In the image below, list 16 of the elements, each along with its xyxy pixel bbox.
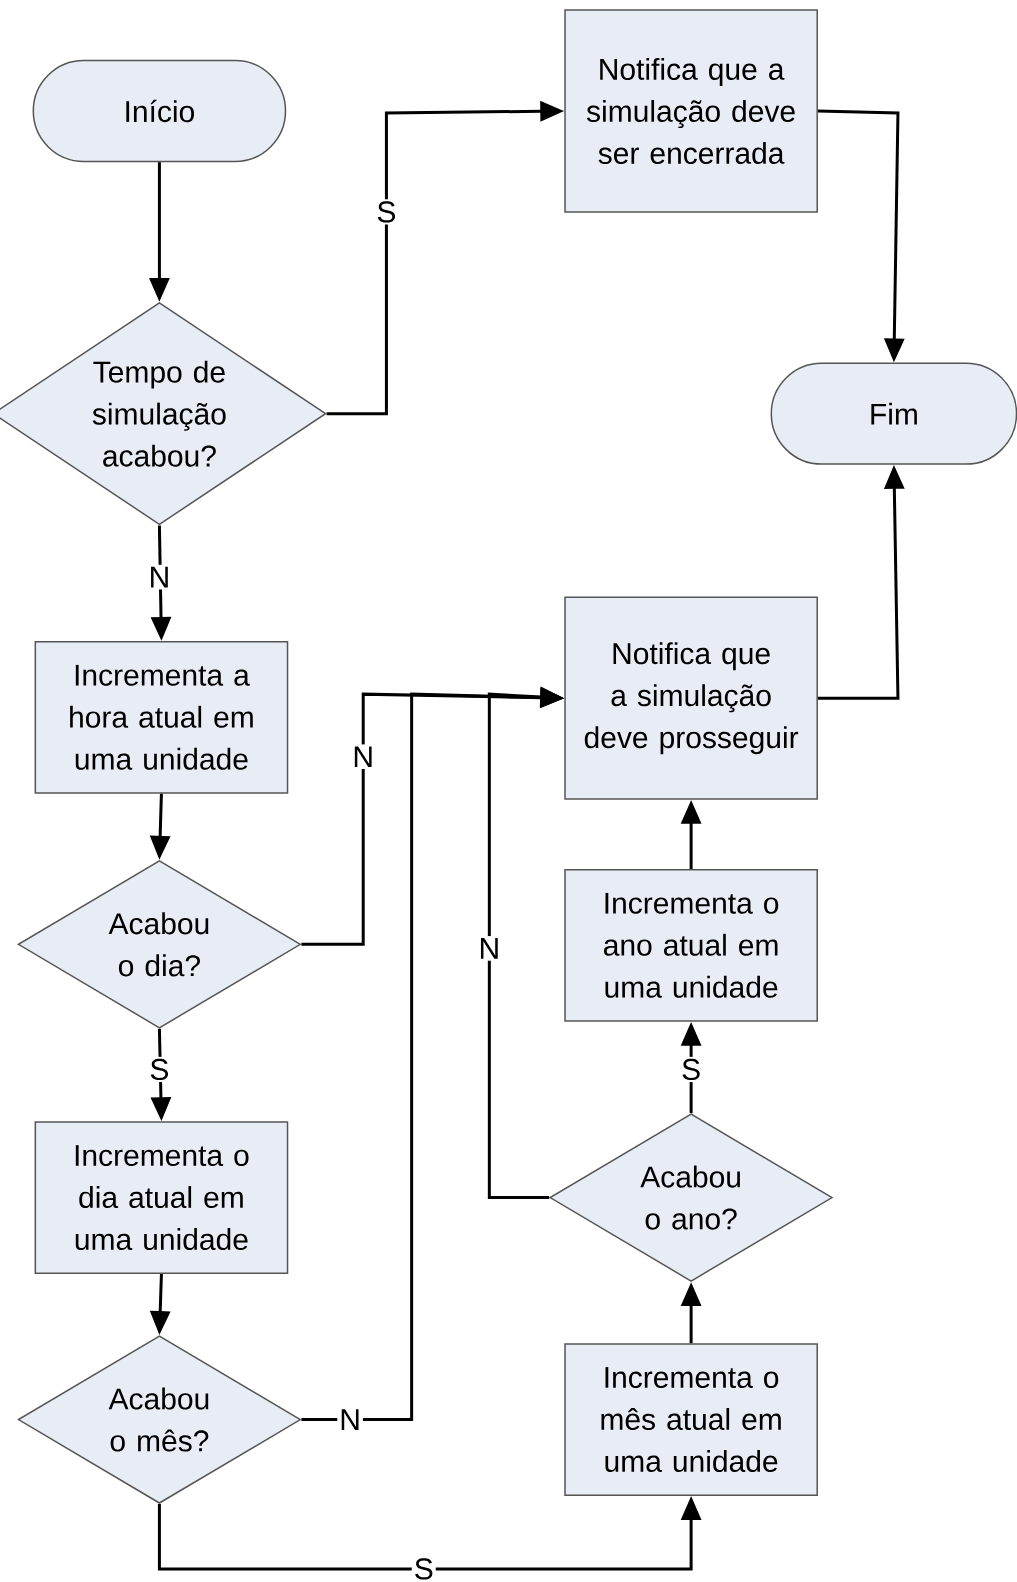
edge-label: N — [350, 744, 377, 770]
terminal-box: Fim — [770, 362, 1017, 465]
edge-label: N — [337, 1407, 363, 1432]
process-box: Incrementa a hora atual em uma unidade — [34, 640, 289, 794]
process-box: Incrementa o ano atual em uma unidade — [564, 869, 818, 1022]
edge-label: N — [476, 936, 503, 961]
edge-label: S — [147, 1056, 172, 1083]
edge-label: S — [374, 199, 399, 225]
process-box: Incrementa o mês atual em uma unidade — [564, 1343, 818, 1496]
edge-label: S — [411, 1556, 436, 1582]
edge-label: S — [679, 1056, 704, 1083]
process-box: Notifica que a simulação deve ser encerrada — [564, 9, 818, 213]
terminal-box: Início — [32, 59, 287, 163]
process-box: Notifica que a simulação deve prosseguir — [564, 596, 818, 800]
process-box: Incrementa o dia atual em uma unidade — [34, 1121, 289, 1274]
edge-label: N — [146, 564, 173, 590]
